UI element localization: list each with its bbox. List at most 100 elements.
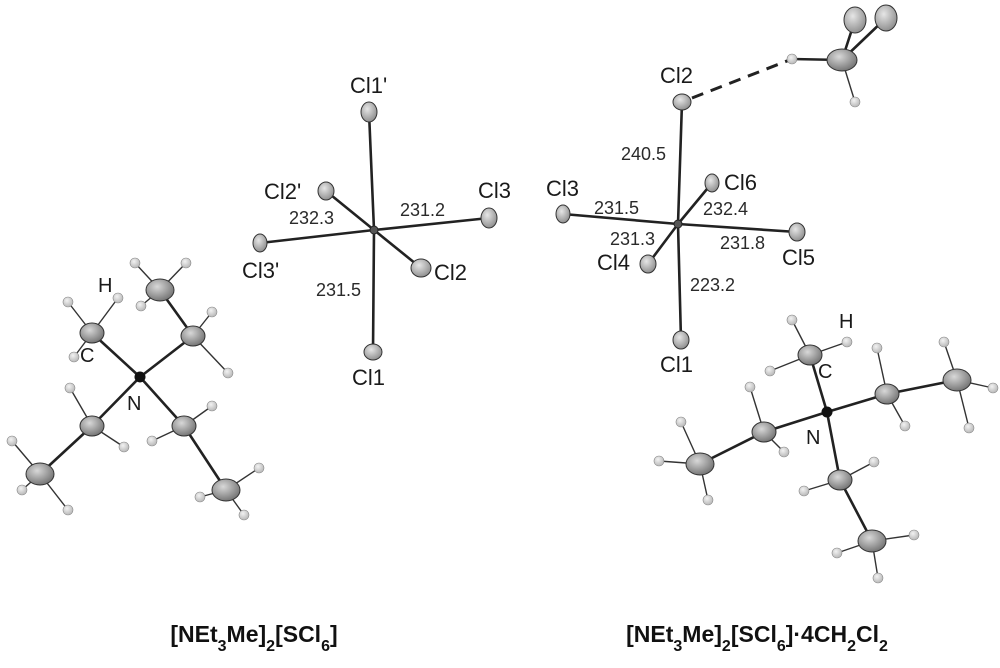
hydrogen-atom: [744, 381, 756, 393]
hydrogen-atom: [702, 494, 714, 506]
chlorine-atom: [672, 330, 690, 350]
chlorine-atom: [639, 254, 657, 274]
hydrogen-atom: [68, 351, 80, 363]
hydrogen-atom: [938, 336, 950, 348]
left-cation-atoms: [6, 257, 265, 521]
atom-label-h: H: [98, 275, 112, 297]
hydrogen-atom: [872, 572, 884, 584]
hydrogen-atom: [786, 53, 798, 65]
carbon-atom: [797, 344, 823, 366]
hydrogen-atom: [253, 462, 265, 474]
chlorine-atom: [704, 173, 720, 193]
hydrogen-atom: [206, 306, 218, 318]
hydrogen-atom: [238, 509, 250, 521]
hydrogen-atom: [798, 485, 810, 497]
chlorine-atom: [788, 222, 806, 242]
carbon-atom: [874, 383, 900, 405]
bond-length-label: 231.8: [720, 233, 765, 253]
carbon-atom: [25, 462, 55, 486]
atom-label-cl3-prime: Cl3': [242, 258, 279, 283]
atom-label-n: N: [127, 393, 141, 415]
hydrogen-atom: [112, 292, 124, 304]
hydrogen-atom: [831, 547, 843, 559]
hydrogen-atom: [675, 416, 687, 428]
sulfur-atom: [673, 219, 683, 229]
left-sulfur-hexachloride-anion: Cl1' Cl2' Cl3 Cl3' Cl2 Cl1 232.3 231.2 2…: [242, 73, 511, 390]
hydrogen-atom: [129, 257, 141, 269]
hydrogen-atom: [868, 456, 880, 468]
hydrogen-atom: [222, 367, 234, 379]
carbon-atom: [942, 368, 972, 392]
atom-label-cl4: Cl4: [597, 250, 630, 275]
hydrogen-atom: [118, 441, 130, 453]
hydrogen-atom: [653, 455, 665, 467]
right-triethylmethylammonium-cation: H C N: [653, 311, 999, 584]
atom-label-cl3: Cl3: [478, 178, 511, 203]
left-anion-bonds: [258, 110, 491, 354]
caption-right-compound: [NEt3Me]2[SCl6]·4CH2Cl2: [626, 621, 888, 655]
carbon-atom: [171, 415, 197, 437]
left-triethylmethylammonium-cation: H C N: [6, 257, 265, 521]
right-cation-atoms: [653, 314, 999, 584]
carbon-atom: [79, 322, 105, 344]
hydrogen-atom: [849, 96, 861, 108]
hydrogen-atom: [206, 400, 218, 412]
hydrogen-atom: [841, 336, 853, 348]
hydrogen-atom: [987, 382, 999, 394]
bond-length-label: 231.3: [610, 229, 655, 249]
right-anion-atoms: [555, 93, 806, 350]
nitrogen-atom: [134, 371, 146, 383]
chlorine-atom: [874, 4, 898, 32]
atom-label-cl1-prime: Cl1': [350, 73, 387, 98]
carbon-atom: [827, 469, 853, 491]
carbon-atom: [826, 48, 858, 72]
hydrogen-atom: [146, 435, 158, 447]
hydrogen-atom: [786, 314, 798, 326]
atom-label-h: H: [839, 311, 853, 333]
hydrogen-atom: [64, 382, 76, 394]
right-cation-hydrogen-bonds: [658, 319, 994, 579]
hydrogen-atom: [778, 446, 790, 458]
bond-length-label: 232.4: [703, 199, 748, 219]
hydrogen-atom: [764, 365, 776, 377]
hydrogen-atom: [908, 529, 920, 541]
atom-label-cl5: Cl5: [782, 245, 815, 270]
carbon-atom: [857, 529, 887, 553]
chlorine-atom: [843, 6, 867, 34]
hydrogen-atom: [135, 300, 147, 312]
hydrogen-bond-dashed: [691, 57, 793, 100]
chlorine-atom: [672, 93, 692, 111]
right-anion-bonds: [561, 57, 799, 342]
hydrogen-atom: [899, 420, 911, 432]
atom-label-cl3: Cl3: [546, 176, 579, 201]
carbon-atom: [180, 325, 206, 347]
bond-length-label: 231.5: [316, 280, 361, 300]
chlorine-atom: [555, 204, 571, 224]
hydrogen-atom: [180, 257, 192, 269]
chlorine-atom: [363, 343, 383, 361]
bond-length-label: 232.3: [289, 208, 334, 228]
atom-label-cl6: Cl6: [724, 170, 757, 195]
caption-left-compound: [NEt3Me]2[SCl6]: [170, 621, 337, 655]
bond-length-label: 231.5: [594, 198, 639, 218]
bond-length-label: 231.2: [400, 200, 445, 220]
carbon-atom: [751, 421, 777, 443]
atom-label-cl2: Cl2: [434, 260, 467, 285]
bond-length-label: 223.2: [690, 275, 735, 295]
hydrogen-atom: [6, 435, 18, 447]
chlorine-atom: [360, 101, 378, 123]
nitrogen-atom: [821, 406, 833, 418]
carbon-atom: [211, 478, 241, 502]
hydrogen-atom: [963, 422, 975, 434]
sulfur-atom: [369, 225, 379, 235]
atom-label-c: C: [80, 345, 94, 367]
chlorine-atom: [480, 207, 498, 229]
hydrogen-atom: [62, 504, 74, 516]
carbon-atom: [145, 278, 175, 302]
hydrogen-atom: [62, 296, 74, 308]
chlorine-atom: [252, 233, 268, 253]
carbon-atom: [79, 415, 105, 437]
right-sulfur-hexachloride-anion: Cl2 Cl3 Cl6 Cl4 Cl5 Cl1 240.5 231.5 232.…: [546, 4, 898, 377]
atom-label-cl1: Cl1: [660, 352, 693, 377]
